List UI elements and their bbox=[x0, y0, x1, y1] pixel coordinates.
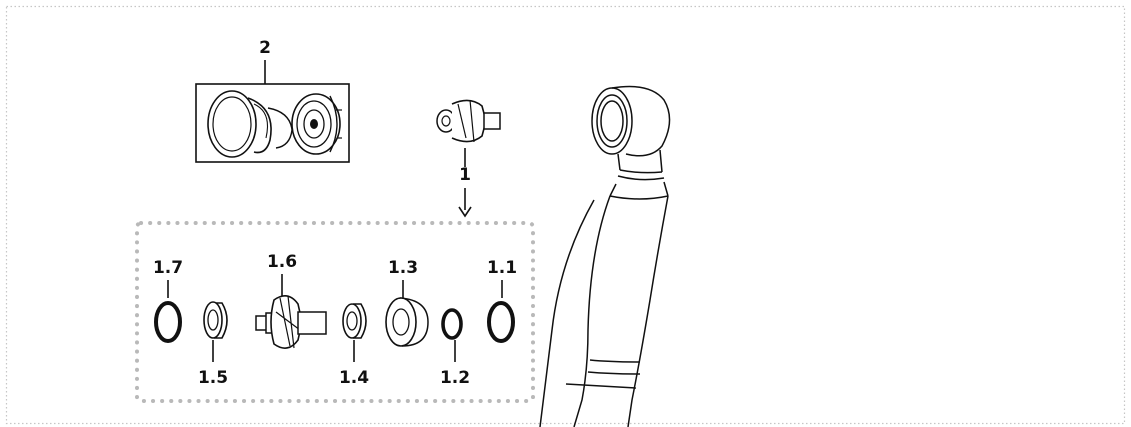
label-1: 1 bbox=[459, 165, 471, 185]
part-1-6-turbine bbox=[255, 295, 327, 349]
outer-border bbox=[5, 5, 1126, 425]
kit-parts-group: 2 bbox=[195, 38, 350, 163]
part-1-4-bearing bbox=[342, 303, 367, 339]
dotted-frame bbox=[135, 221, 535, 403]
label-1-1: 1.1 bbox=[487, 258, 517, 278]
part-1-1-o-ring bbox=[487, 301, 515, 343]
rotor-assembly: 1 bbox=[436, 99, 501, 218]
label-1-3: 1.3 bbox=[388, 258, 418, 278]
part-1-2-o-ring bbox=[441, 308, 463, 340]
part-1-3-washer bbox=[385, 297, 429, 347]
part-1-7-o-ring bbox=[154, 301, 182, 343]
label-1-4: 1.4 bbox=[339, 368, 369, 388]
exploded-parts-frame: 1.7 1.5 1.6 1.4 1.3 bbox=[135, 221, 535, 403]
label-1-7: 1.7 bbox=[153, 258, 183, 278]
label-2: 2 bbox=[259, 38, 271, 58]
dental-handpiece-head bbox=[539, 85, 671, 427]
part-1-5-bearing bbox=[203, 301, 228, 339]
label-1-6: 1.6 bbox=[267, 252, 297, 272]
label-1-2: 1.2 bbox=[440, 368, 470, 388]
label-1-5: 1.5 bbox=[198, 368, 228, 388]
down-arrow-icon bbox=[458, 206, 472, 218]
